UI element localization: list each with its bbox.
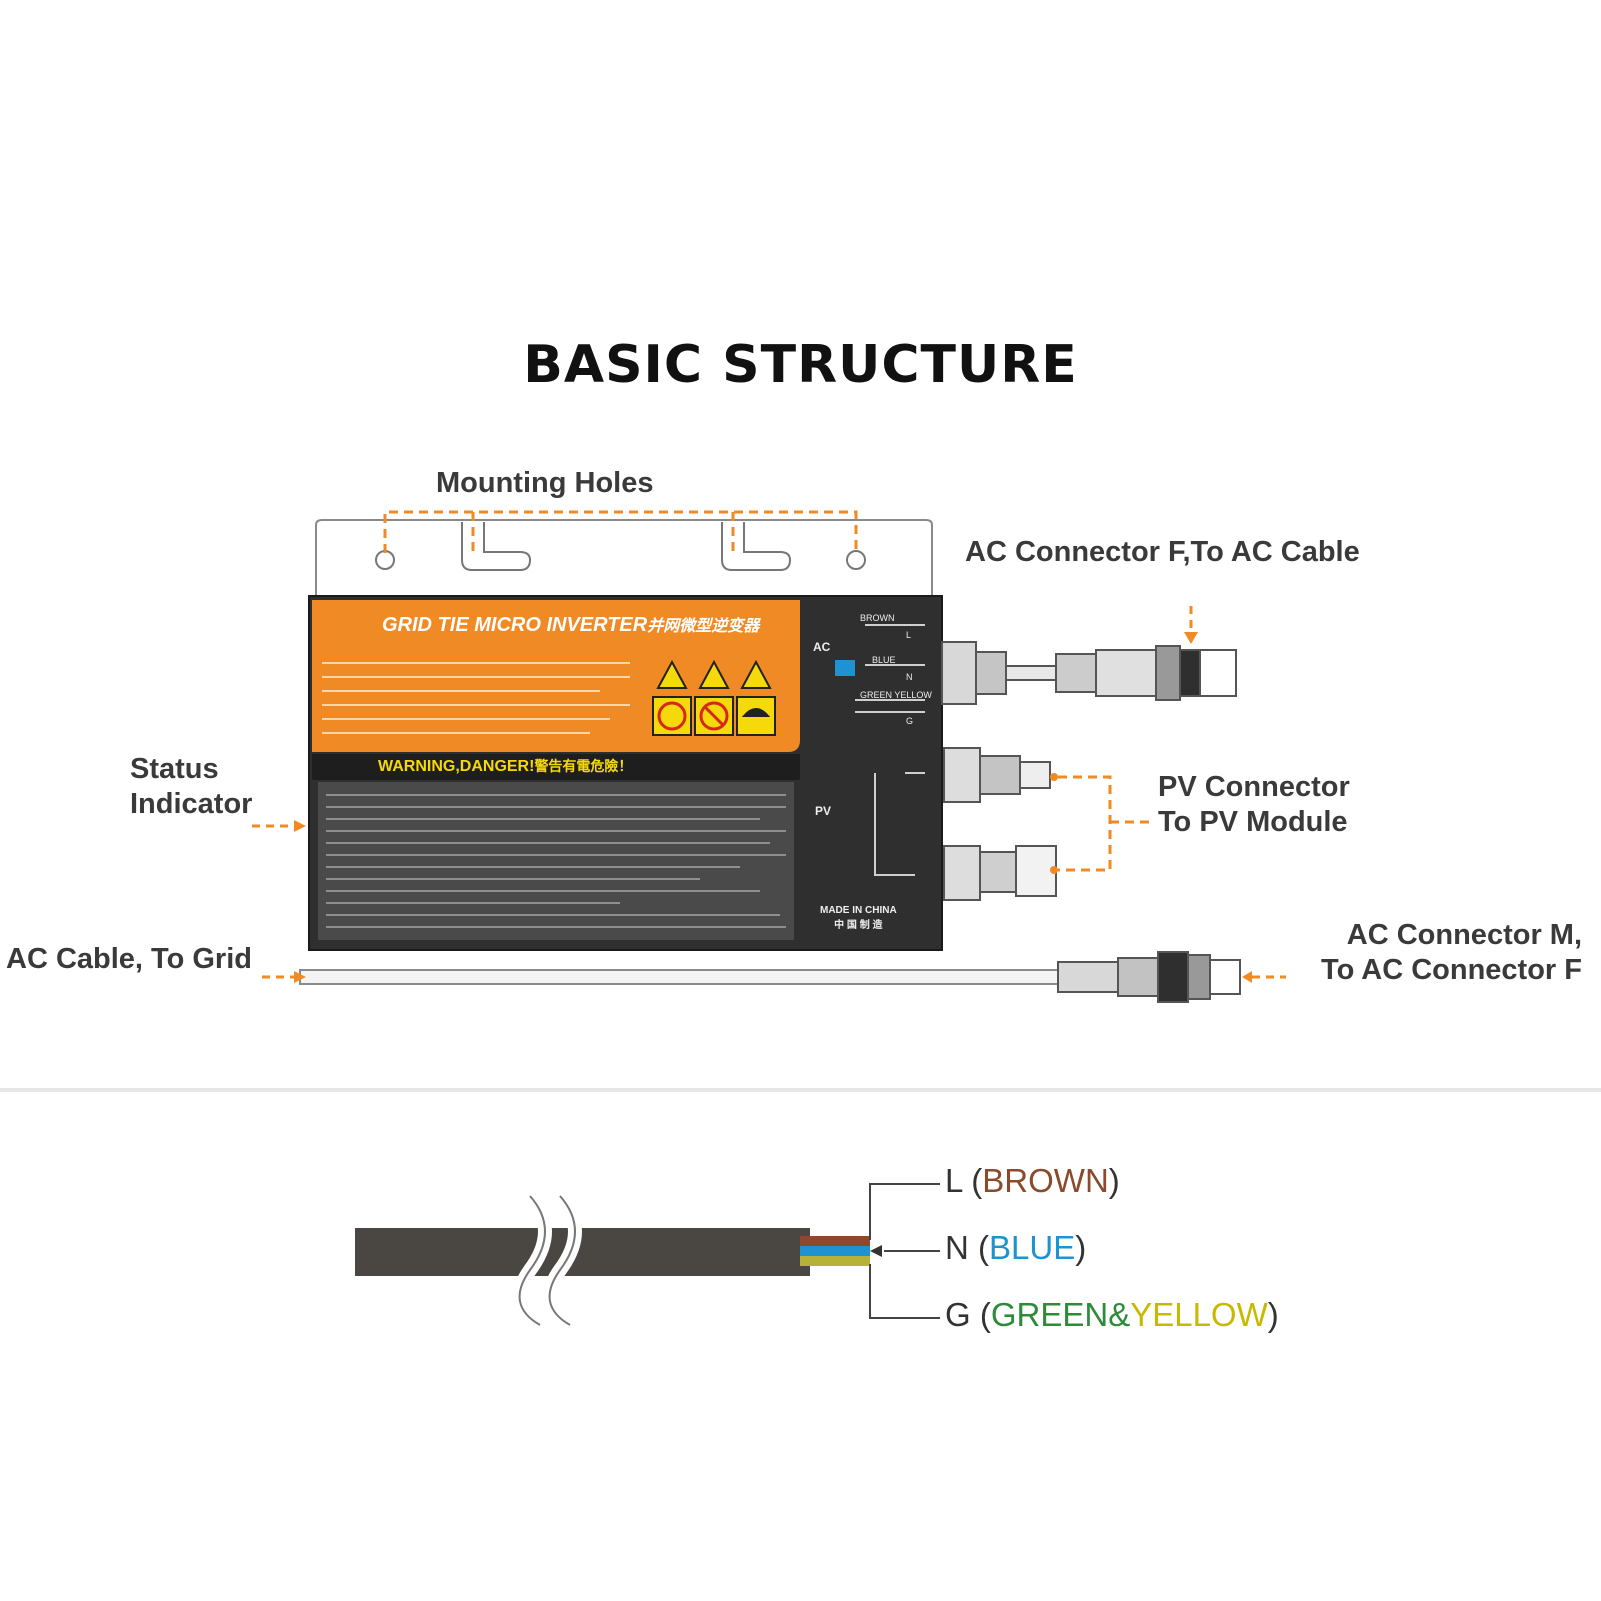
status-indicator-line-1: Status <box>130 753 219 785</box>
ac-connector-m-line-2: To AC Connector F <box>1321 953 1582 986</box>
pv-connector-label: PV Connector To PV Module <box>1158 770 1350 840</box>
ac-cable <box>299 969 1059 985</box>
ac-connector-symbol <box>835 660 855 676</box>
status-indicator-line-2: Indicator <box>130 787 253 820</box>
plate-title: GRID TIE MICRO INVERTER并网微型逆变器 <box>382 612 759 637</box>
status-indicator-label: Status Indicator <box>130 752 252 822</box>
plate-title-cn: 并网微型逆变器 <box>647 618 760 635</box>
ac-panel-label: AC <box>813 640 831 654</box>
ac-wire-legend-lines <box>855 624 925 713</box>
warning-text-cn: 警告有電危險！ <box>534 758 633 774</box>
wire-label-g-color-1: GREEN <box>990 1296 1109 1333</box>
mounting-hole-left <box>375 550 395 570</box>
warning-text-lines <box>326 794 786 928</box>
ac-connector-f <box>941 641 1237 705</box>
mounting-holes-label: Mounting Holes <box>436 467 654 499</box>
wire-legend-leaders <box>869 1183 940 1319</box>
warning-text: WARNING,DANGER!警告有電危險！ <box>378 756 632 776</box>
pv-connector-callout <box>1058 775 1150 872</box>
wire-label-l-prefix: L ( <box>945 1162 983 1199</box>
wire-label-l: L (BROWN) <box>945 1162 1120 1200</box>
warning-text-en: WARNING,DANGER! <box>378 758 535 775</box>
cable-jacket <box>355 1228 810 1276</box>
plate-spec-lines <box>322 662 630 734</box>
mounting-hole-right <box>846 550 866 570</box>
page-title: BASIC STRUCTURE <box>523 335 1078 395</box>
mounting-bracket <box>315 519 933 597</box>
ac-cable-label: AC Cable, To Grid <box>6 943 252 975</box>
wire-code-g: G <box>906 716 914 726</box>
wire-label-g-prefix: G ( <box>945 1296 991 1333</box>
wire-label-l-color: BROWN <box>982 1162 1109 1199</box>
pv-bracket-lines <box>874 772 925 876</box>
wire-label-l-suffix: ) <box>1108 1162 1120 1199</box>
hazard-squares <box>652 696 776 736</box>
made-in-en: MADE IN CHINA <box>820 905 897 916</box>
wire-label-n-prefix: N ( <box>945 1229 989 1266</box>
wire-label-n: N (BLUE) <box>945 1229 1086 1267</box>
wire-brown <box>800 1236 870 1246</box>
wire-code-n: N <box>906 672 913 682</box>
wire-green-yellow <box>800 1256 870 1266</box>
wire-label-n-color: BLUE <box>989 1229 1076 1266</box>
hazard-triangles <box>656 659 772 689</box>
ac-connector-m <box>1057 951 1241 1003</box>
wire-label-n-suffix: ) <box>1075 1229 1087 1266</box>
mounting-slot-left <box>461 522 532 571</box>
made-in-cn: 中 国 制 造 <box>834 920 883 931</box>
ac-connector-m-line-1: AC Connector M, <box>1346 919 1582 951</box>
pv-connector-line-2: To PV Module <box>1158 805 1348 838</box>
wire-label-g-amp: & <box>1108 1296 1131 1333</box>
wire-label-g-suffix: ) <box>1267 1296 1279 1333</box>
wire-code-green-yellow: GREEN YELLOW <box>860 690 932 700</box>
mounting-slot-right <box>721 522 792 571</box>
wire-code-l: L <box>906 630 912 640</box>
pv-connector-top <box>943 747 1051 803</box>
wire-label-g-color-2: YELLOW <box>1130 1296 1268 1333</box>
warning-strip <box>312 754 800 780</box>
plate-title-en: GRID TIE MICRO INVERTER <box>382 614 648 636</box>
ac-connector-f-label: AC Connector F,To AC Cable <box>965 536 1360 568</box>
warning-text-panel <box>318 782 794 940</box>
wire-blue <box>800 1246 870 1256</box>
wire-code-blue: BLUE <box>872 655 896 665</box>
wire-label-g: G (GREEN&YELLOW) <box>945 1296 1279 1334</box>
ac-connector-m-label: AC Connector M, To AC Connector F <box>1290 918 1582 988</box>
pv-connector-bottom <box>943 845 1057 901</box>
mounting-holes-callout <box>383 510 858 553</box>
wire-code-brown: BROWN <box>860 613 895 623</box>
pv-panel-label: PV <box>815 804 832 818</box>
pv-connector-line-1: PV Connector <box>1158 771 1350 803</box>
made-in-china: MADE IN CHINA 中 国 制 造 <box>820 905 897 931</box>
